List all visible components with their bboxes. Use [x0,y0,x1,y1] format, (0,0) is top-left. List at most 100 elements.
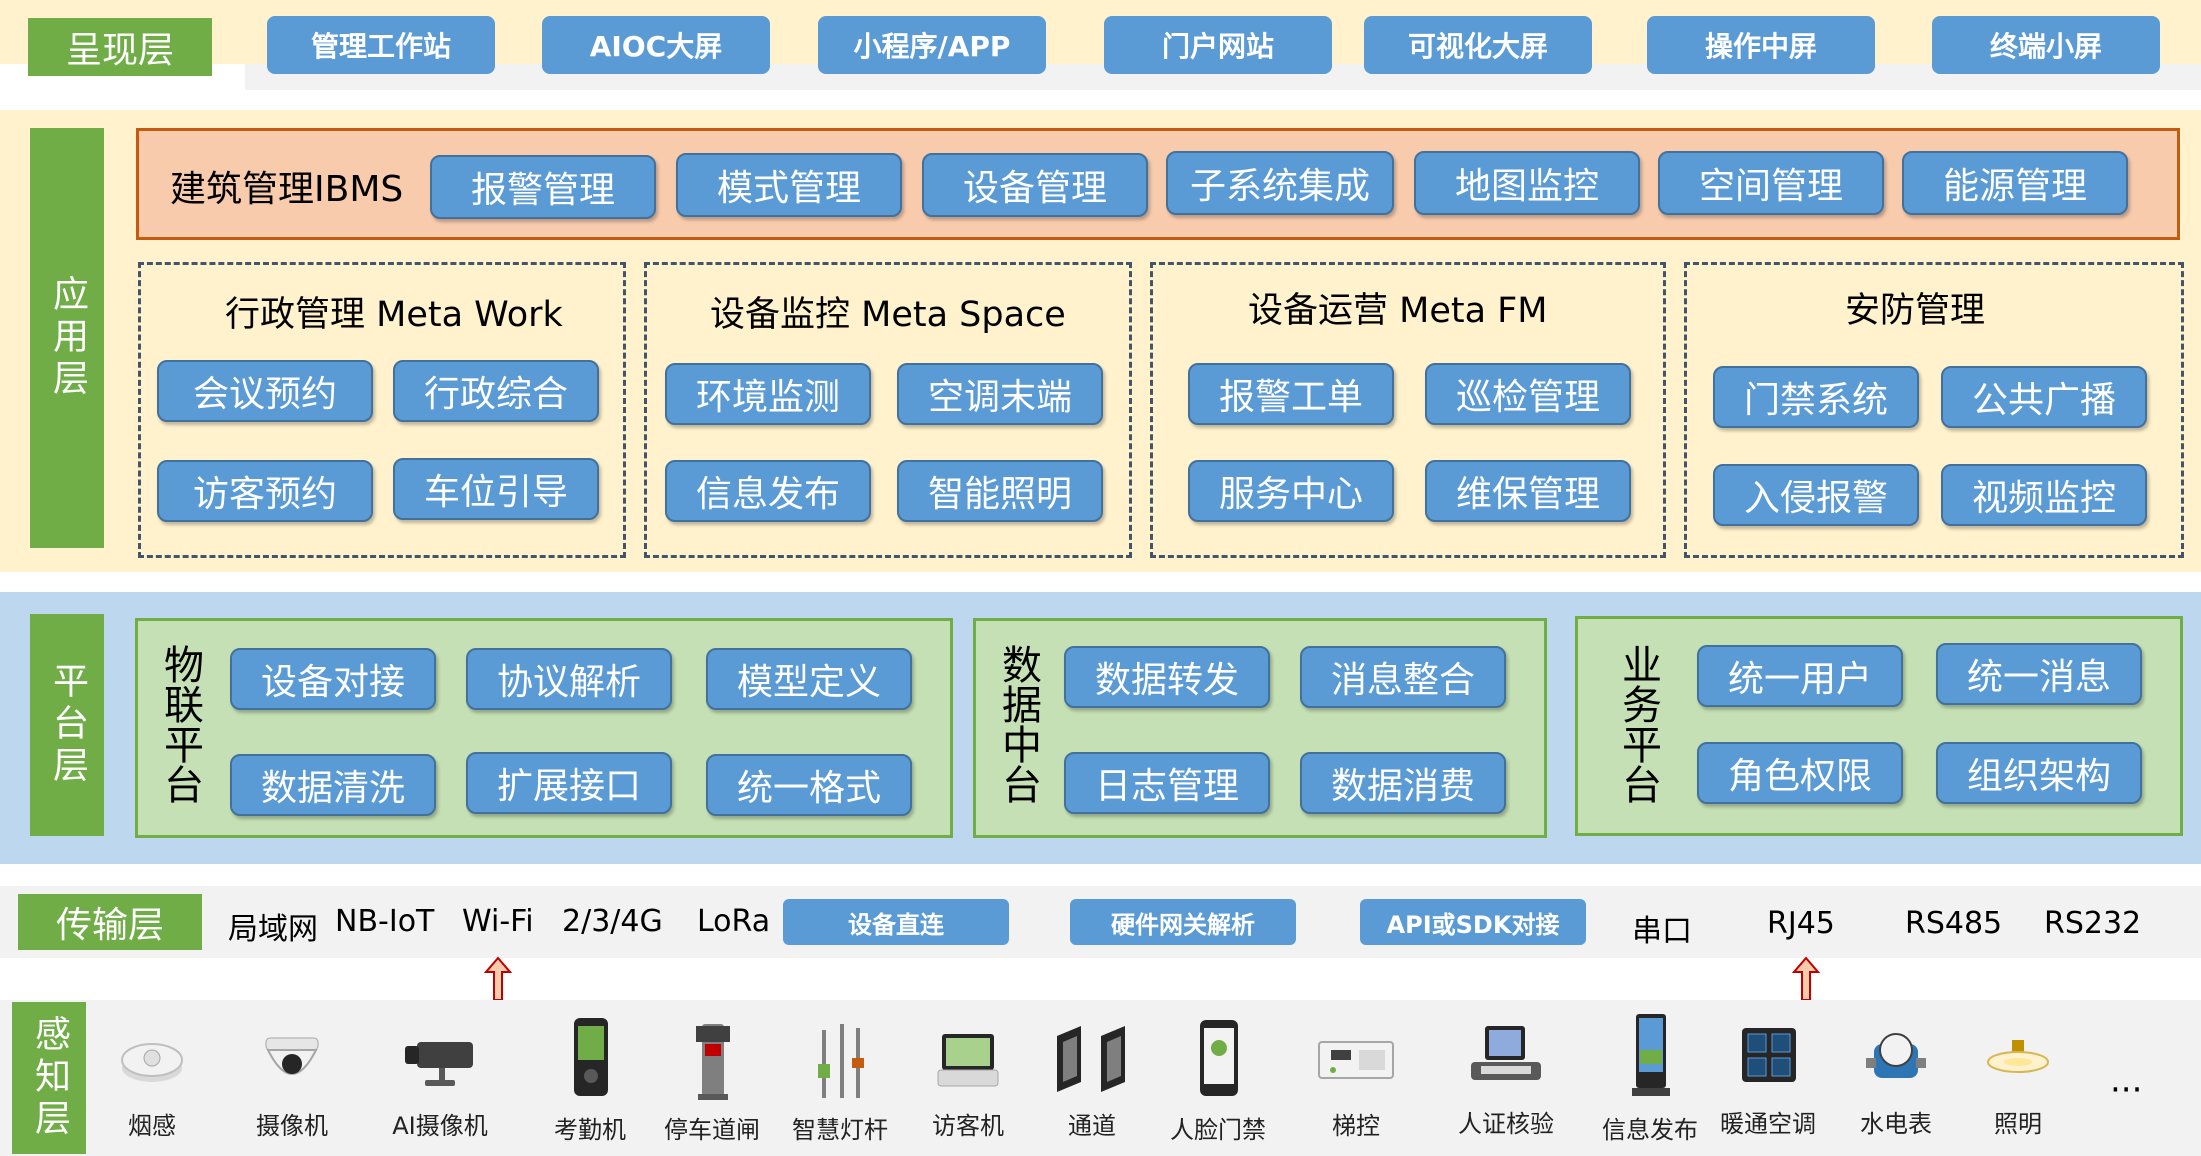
pres-item-workstation[interactable]: 管理工作站 [267,16,495,74]
module-item-environment-monitoring[interactable]: 环境监测 [665,363,871,425]
method-api-sdk[interactable]: API或SDK对接 [1360,899,1586,945]
module-item-info-publish[interactable]: 信息发布 [665,460,871,522]
biz-item-unified-user[interactable]: 统一用户 [1697,645,1903,707]
ibms-mode-management[interactable]: 模式管理 [676,153,902,217]
perception-layer-label: 感知层 [12,1002,86,1154]
device-lighting: 照明 [1958,1018,2078,1139]
device-ai-camera: AI摄像机 [380,1020,500,1141]
device-label: 摄像机 [256,1112,328,1140]
protocol-wifi: Wi-Fi [462,904,534,939]
method-direct-connect[interactable]: 设备直连 [783,899,1009,945]
hvac-panel-icon [1742,1028,1796,1082]
device-label: 人脸门禁 [1170,1116,1266,1144]
module-item-visitor-booking[interactable]: 访客预约 [157,460,373,522]
pres-item-terminal-screen[interactable]: 终端小屏 [1932,16,2160,74]
module-item-meeting-booking[interactable]: 会议预约 [157,360,373,422]
iot-item-model-definition[interactable]: 模型定义 [706,648,912,710]
data-platform-title: 数据中台 [995,644,1041,804]
module-item-video-surveillance[interactable]: 视频监控 [1941,464,2147,526]
data-item-message-integration[interactable]: 消息整合 [1300,646,1506,708]
module-item-parking-guidance[interactable]: 车位引导 [393,458,599,520]
iot-item-unified-format[interactable]: 统一格式 [706,754,912,816]
data-item-forwarding[interactable]: 数据转发 [1064,646,1270,708]
module-meta-work-title: 行政管理 Meta Work [225,295,563,335]
ibms-space-management[interactable]: 空间管理 [1658,151,1884,215]
module-item-inspection[interactable]: 巡检管理 [1425,363,1631,425]
bullet-camera-icon [405,1042,473,1086]
ibms-energy-management[interactable]: 能源管理 [1902,151,2128,215]
module-meta-space-title: 设备监控 Meta Space [710,295,1066,335]
device-id-verification: 人证核验 [1446,1018,1566,1139]
iot-item-extension-interface[interactable]: 扩展接口 [466,752,672,814]
device-label: 人证核验 [1458,1110,1554,1138]
platform-layer-label: 平台层 [30,614,104,836]
pres-item-aioc-screen[interactable]: AIOC大屏 [542,16,770,74]
module-item-access-control[interactable]: 门禁系统 [1713,366,1919,428]
module-item-service-center[interactable]: 服务中心 [1188,460,1394,522]
application-layer-label: 应用层 [30,128,104,548]
device-label: 暖通空调 [1720,1110,1816,1138]
data-item-log-management[interactable]: 日志管理 [1064,752,1270,814]
face-access-icon [1200,1020,1238,1096]
iot-item-device-docking[interactable]: 设备对接 [230,648,436,710]
ibms-alarm-management[interactable]: 报警管理 [430,155,656,219]
device-hvac-panel: 暖通空调 [1708,1018,1828,1139]
more-devices-ellipsis: ··· [2110,1070,2143,1110]
module-security [1684,262,2184,558]
protocol-lan: 局域网 [228,912,318,947]
module-item-admin-general[interactable]: 行政综合 [393,360,599,422]
biz-item-org-structure[interactable]: 组织架构 [1936,742,2142,804]
module-item-alarm-ticket[interactable]: 报警工单 [1188,363,1394,425]
module-item-ac-terminal[interactable]: 空调末端 [897,363,1103,425]
biz-item-role-permission[interactable]: 角色权限 [1697,742,1903,804]
device-label: 停车道闸 [664,1116,760,1144]
port-rs485: RS485 [1905,906,2003,941]
module-item-intrusion-alarm[interactable]: 入侵报警 [1713,464,1919,526]
water-meter-icon [1866,1033,1926,1078]
smoke-detector-icon [121,1043,183,1082]
protocol-nb-iot: NB-IoT [335,904,435,939]
pres-item-visual-screen[interactable]: 可视化大屏 [1364,16,1592,74]
device-water-meter: 水电表 [1836,1018,1956,1139]
ibms-map-monitoring[interactable]: 地图监控 [1414,151,1640,215]
data-item-consumption[interactable]: 数据消费 [1300,752,1506,814]
parking-barrier-icon [696,1024,730,1100]
ibms-device-management[interactable]: 设备管理 [922,153,1148,217]
up-arrow-icon [484,956,512,1001]
device-turnstile: 通道 [1032,1016,1152,1141]
device-info-display: 信息发布 [1590,1010,1710,1145]
info-display-icon [1632,1014,1670,1096]
port-rj45: RJ45 [1767,906,1835,941]
perception-band [0,1000,2201,1156]
biz-item-unified-message[interactable]: 统一消息 [1936,643,2142,705]
device-label: 梯控 [1332,1112,1380,1140]
dome-camera-icon [265,1037,319,1075]
device-smart-lamp-pole: 智慧灯杆 [780,1014,900,1145]
device-label: 水电表 [1860,1110,1932,1138]
pres-item-operation-screen[interactable]: 操作中屏 [1647,16,1875,74]
pres-item-portal[interactable]: 门户网站 [1104,16,1332,74]
elevator-control-icon [1318,1041,1394,1079]
device-dome-camera: 摄像机 [232,1020,352,1141]
method-gateway-parsing[interactable]: 硬件网关解析 [1070,899,1296,945]
module-item-public-broadcast[interactable]: 公共广播 [1941,366,2147,428]
transport-layer-label: 传输层 [18,894,202,950]
module-item-maintenance[interactable]: 维保管理 [1425,460,1631,522]
device-smoke-detector: 烟感 [92,1020,212,1141]
device-label: 信息发布 [1602,1116,1698,1144]
device-label: 考勤机 [554,1116,626,1144]
iot-item-data-cleaning[interactable]: 数据清洗 [230,754,436,816]
ibms-subsystem-integration[interactable]: 子系统集成 [1166,151,1394,215]
pres-item-miniapp[interactable]: 小程序/APP [818,16,1046,74]
device-label: 照明 [1994,1110,2042,1138]
module-item-smart-lighting[interactable]: 智能照明 [897,460,1103,522]
device-label: 智慧灯杆 [792,1116,888,1144]
module-meta-fm [1150,262,1666,558]
device-label: 通道 [1068,1112,1116,1140]
device-label: 烟感 [128,1112,176,1140]
business-platform-title: 业务平台 [1615,644,1661,804]
presentation-layer-label: 呈现层 [28,18,212,76]
iot-item-protocol-parsing[interactable]: 协议解析 [466,648,672,710]
up-arrow-icon [1792,956,1820,1001]
